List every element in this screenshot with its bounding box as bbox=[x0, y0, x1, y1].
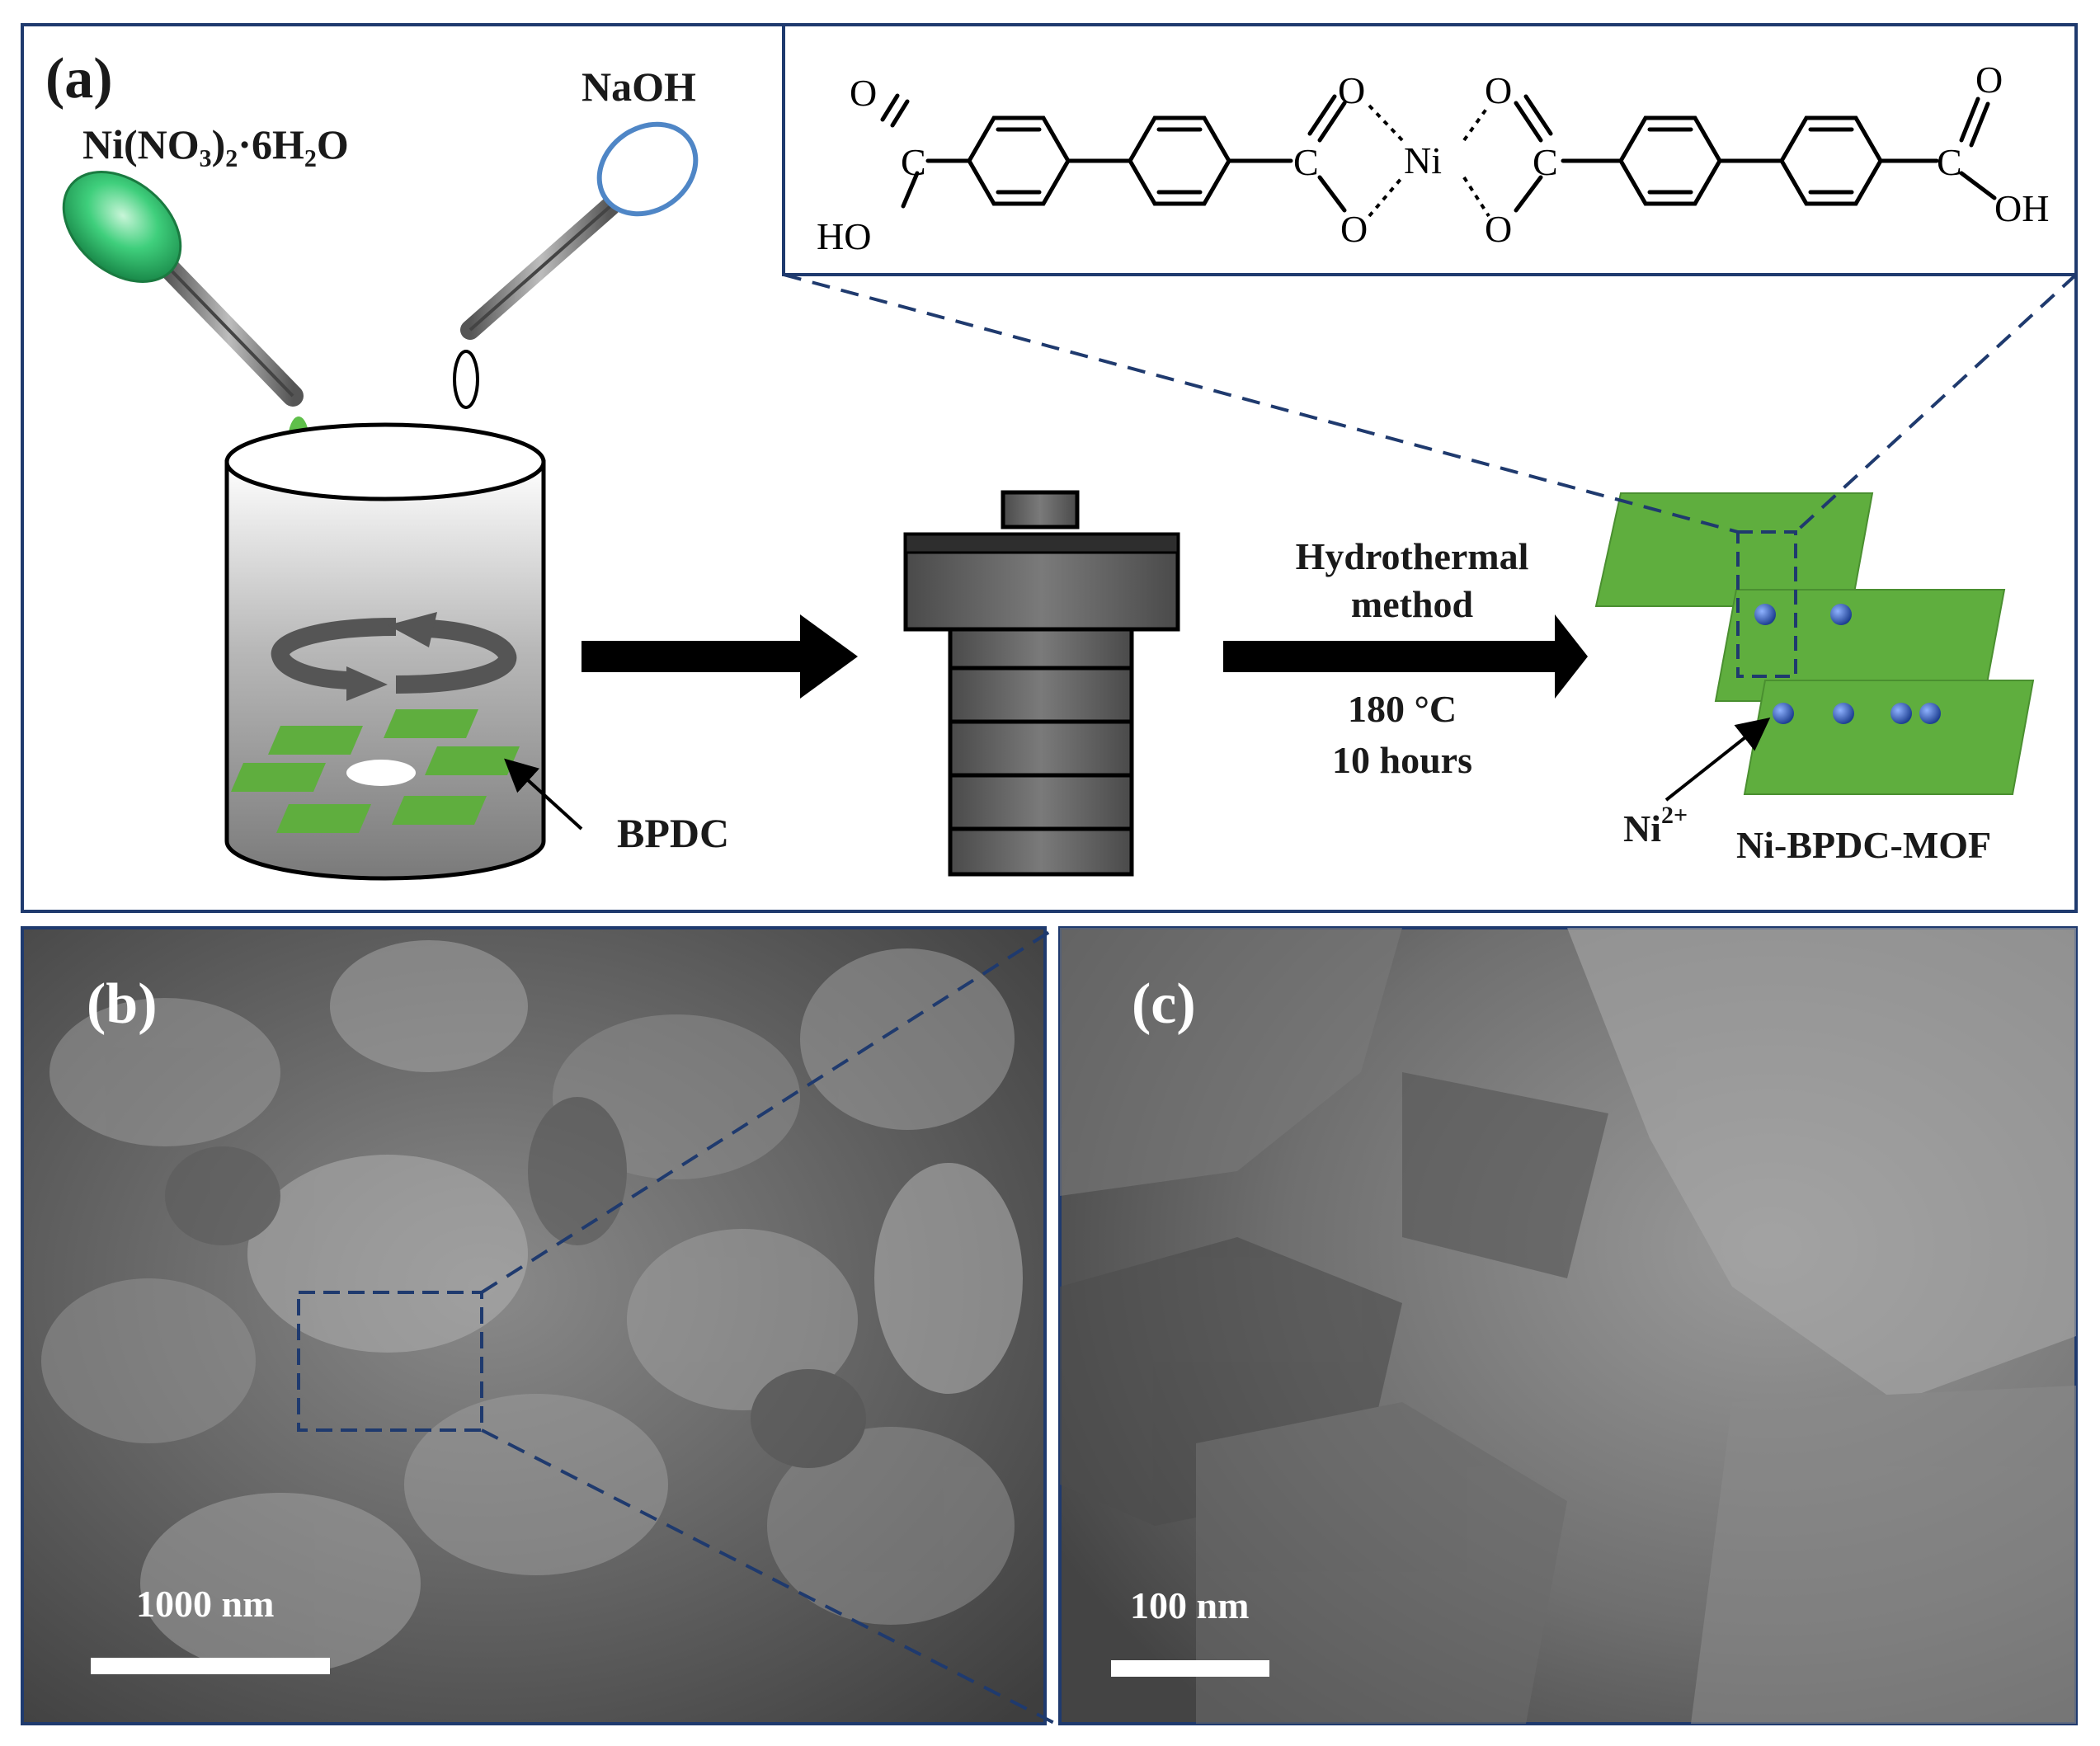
structure-inset: O C HO C O O Ni O bbox=[782, 23, 2078, 276]
svg-text:O: O bbox=[850, 72, 877, 114]
svg-text:O: O bbox=[1485, 208, 1512, 250]
reaction-beaker bbox=[224, 422, 546, 881]
zoom-line-bc-bottom bbox=[481, 1428, 1057, 1725]
zoom-line-left bbox=[783, 273, 1739, 534]
scale-bar-c bbox=[1111, 1660, 1269, 1677]
svg-text:O: O bbox=[1338, 69, 1365, 111]
scale-bar-b bbox=[91, 1658, 330, 1674]
svg-text:O: O bbox=[1485, 69, 1512, 111]
panel-b: (b) 1000 nm bbox=[21, 926, 1047, 1725]
svg-text:C: C bbox=[1293, 141, 1319, 183]
bpdc-label: BPDC bbox=[617, 810, 729, 856]
ni-salt-dropper bbox=[62, 171, 304, 407]
ni-salt-label: Ni(NO₃)₂·6H₂O bbox=[82, 121, 349, 167]
svg-text:C: C bbox=[1937, 141, 1962, 183]
scale-bar-b-label: 1000 nm bbox=[136, 1583, 274, 1625]
svg-text:O: O bbox=[1975, 59, 2003, 101]
mof-layers bbox=[1594, 492, 2035, 795]
bpdc-pointer bbox=[504, 758, 583, 831]
autoclave bbox=[903, 490, 1180, 877]
arrow-to-mof bbox=[1223, 614, 1588, 699]
product-label: Ni-BPDC-MOF bbox=[1736, 824, 1991, 866]
svg-text:OH: OH bbox=[1994, 187, 2049, 229]
temperature-label: 180 °C bbox=[1348, 688, 1457, 730]
scale-bar-c-label: 100 nm bbox=[1130, 1584, 1249, 1626]
arrow-to-autoclave bbox=[582, 614, 858, 699]
svg-text:Ni: Ni bbox=[1404, 139, 1442, 181]
sem-c-texture bbox=[1060, 928, 2076, 1724]
naoh-label: NaOH bbox=[582, 64, 696, 110]
panel-b-label: (b) bbox=[87, 972, 158, 1036]
ni-ion-label: Ni2+ bbox=[1623, 802, 1688, 849]
process-line1: Hydrothermal bbox=[1296, 535, 1529, 577]
sem-b-texture bbox=[41, 940, 1023, 1674]
svg-text:C: C bbox=[901, 141, 926, 183]
panel-c-label: (c) bbox=[1132, 972, 1196, 1036]
svg-text:HO: HO bbox=[817, 215, 871, 257]
panel-c: (c) 100 nm bbox=[1058, 926, 2078, 1725]
svg-text:O: O bbox=[1340, 208, 1368, 250]
zoom-line-bc-top bbox=[480, 926, 1057, 1294]
duration-label: 10 hours bbox=[1332, 739, 1472, 781]
process-line2: method bbox=[1351, 583, 1474, 625]
zoom-box-b bbox=[297, 1291, 483, 1432]
zoom-line-right bbox=[1794, 273, 2078, 534]
naoh-dropper bbox=[460, 121, 699, 340]
svg-text:C: C bbox=[1533, 141, 1558, 183]
panel-a: (a) Ni(NO₃)₂·6H₂O NaOH bbox=[21, 23, 2078, 913]
panel-a-label: (a) bbox=[45, 47, 113, 111]
ni-ion-pointer bbox=[1664, 718, 1771, 802]
